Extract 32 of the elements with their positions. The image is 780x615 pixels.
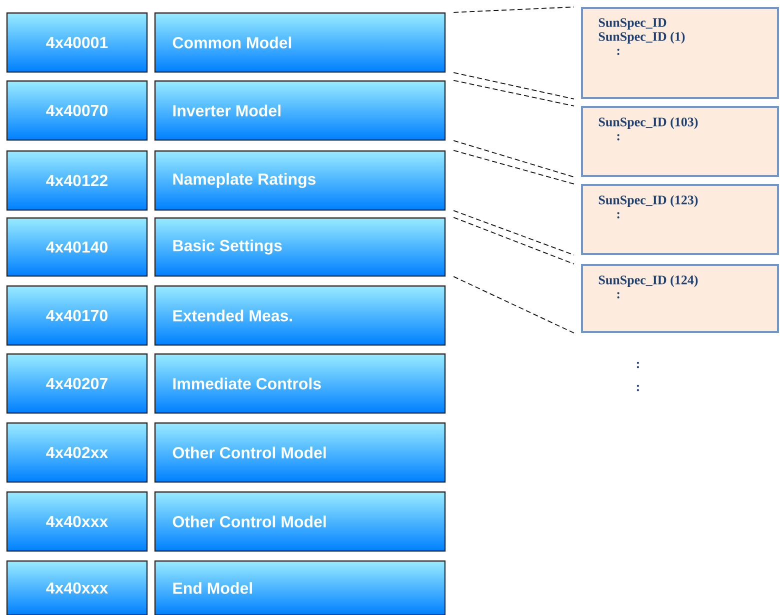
address-box: 4x40122 bbox=[6, 150, 148, 211]
address-box: 4x40170 bbox=[6, 285, 148, 346]
ellipsis: : bbox=[636, 384, 639, 392]
address-box: 4x40001 bbox=[6, 12, 148, 73]
detail-box: SunSpec_ID (123) : bbox=[581, 184, 779, 255]
dashed-line bbox=[453, 276, 574, 334]
detail-box: SunSpec_ID (103) : bbox=[581, 106, 779, 177]
address-box: 4x40xxx bbox=[6, 560, 148, 615]
model-box: Basic Settings bbox=[154, 217, 446, 277]
address-box: 4x40070 bbox=[6, 80, 148, 141]
model-box: Nameplate Ratings bbox=[154, 150, 446, 211]
detail-box: SunSpec_ID SunSpec_ID (1) : bbox=[581, 7, 779, 99]
address-box: 4x402xx bbox=[6, 422, 148, 483]
model-box: Extended Meas. bbox=[154, 285, 446, 346]
model-box: Immediate Controls bbox=[154, 353, 446, 414]
dashed-line bbox=[453, 210, 574, 256]
model-box: Inverter Model bbox=[154, 80, 446, 141]
address-box: 4x40xxx bbox=[6, 491, 148, 552]
dashed-line bbox=[453, 216, 574, 264]
address-box: 4x40207 bbox=[6, 353, 148, 414]
dashed-line bbox=[453, 150, 574, 184]
dashed-line bbox=[453, 80, 574, 106]
detail-box: SunSpec_ID (124) : bbox=[581, 264, 779, 333]
dashed-line bbox=[453, 140, 574, 178]
dashed-line bbox=[453, 6, 574, 13]
dashed-line bbox=[453, 72, 574, 100]
ellipsis: : bbox=[636, 362, 639, 368]
model-box: Other Control Model bbox=[154, 422, 446, 483]
model-box: Other Control Model bbox=[154, 491, 446, 552]
model-box: End Model bbox=[154, 560, 446, 615]
model-box: Common Model bbox=[154, 12, 446, 73]
address-box: 4x40140 bbox=[6, 217, 148, 277]
